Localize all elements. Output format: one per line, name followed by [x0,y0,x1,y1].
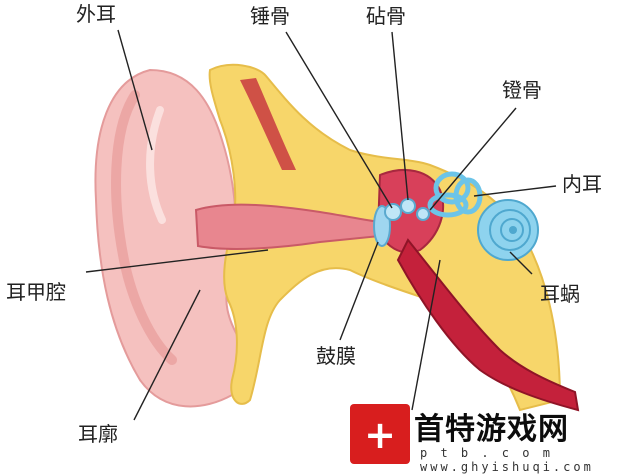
semicircular-canals [427,171,483,218]
watermark-badge [350,404,410,464]
auricle-fold [111,90,177,365]
watermark-title: 首特游戏网 [414,412,569,447]
watermark-badge-glyph: + [364,413,396,457]
label-concha: 耳甲腔 [6,280,66,304]
muscle-strip [240,78,296,170]
label-auricle: 耳廓 [78,422,118,446]
ossicle-incus [400,198,416,214]
label-cochlea: 耳蜗 [540,282,580,306]
antihelix [146,106,166,224]
label-outer-ear: 外耳 [76,2,116,26]
ossicle-malleus [384,203,402,221]
eustachian-tube [396,238,580,412]
ossicle-stapes [416,207,430,221]
label-incus: 砧骨 [366,4,406,28]
label-inner-ear: 内耳 [562,172,602,196]
label-malleus: 锤骨 [250,4,290,28]
cochlea-shape [477,199,539,261]
label-stapes: 镫骨 [502,78,542,102]
label-eardrum: 鼓膜 [316,344,356,368]
leader-lines [85,29,557,421]
